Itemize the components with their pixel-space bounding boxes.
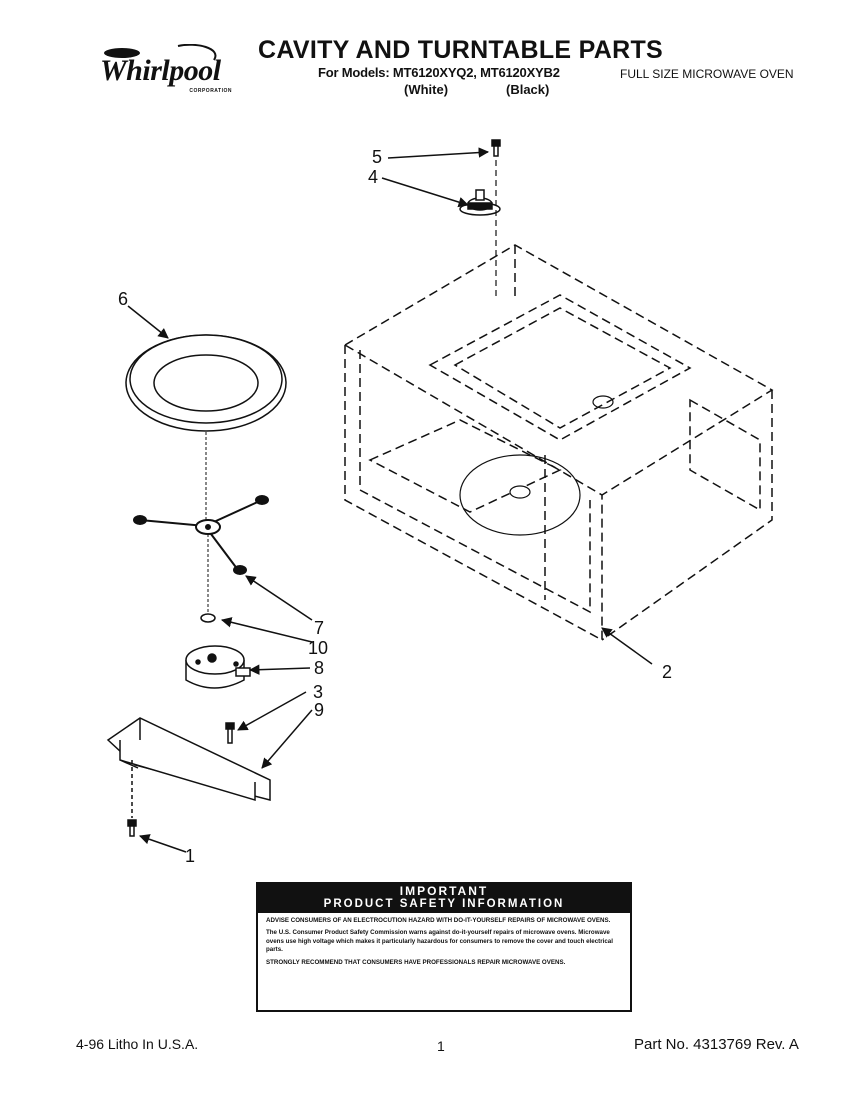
callout-3: 3 (313, 682, 323, 702)
variant-white: (White) (404, 82, 449, 97)
callout-4: 4 (368, 167, 378, 187)
part-9-bracket (106, 717, 271, 802)
callout-7: 7 (314, 618, 324, 638)
callout-2: 2 (662, 662, 672, 682)
callout-1: 1 (185, 846, 195, 866)
logo-text: Whirlpool (100, 54, 221, 87)
callout-5: 5 (372, 147, 382, 167)
safety-para-3: STRONGLY RECOMMEND THAT CONSUMERS HAVE P… (266, 958, 566, 966)
leader-lines (127, 147, 653, 853)
footer-litho: 4-96 Litho In U.S.A. (76, 1036, 199, 1052)
part-1-screw (127, 760, 137, 837)
part-8-motor (185, 645, 251, 689)
callout-9: 9 (314, 700, 324, 720)
safety-body: ADVISE CONSUMERS OF AN ELECTROCUTION HAZ… (258, 913, 630, 967)
part-7-roller-support (133, 495, 269, 575)
part-2-oven-cavity (343, 244, 774, 642)
page-title: CAVITY AND TURNTABLE PARTS (258, 36, 664, 64)
part-3-screw (225, 722, 235, 744)
safety-heading: IMPORTANT PRODUCT SAFETY INFORMATION (258, 884, 630, 913)
models-line: For Models: MT6120XYQ2, MT6120XYB2 (318, 65, 560, 80)
logo-emblem (104, 44, 217, 61)
safety-para-1: ADVISE CONSUMERS OF AN ELECTROCUTION HAZ… (266, 917, 611, 924)
variant-black: (Black) (506, 82, 550, 97)
callout-6: 6 (118, 289, 128, 309)
footer-part-number: Part No. 4313769 Rev. A (634, 1036, 799, 1053)
cavity-turntable-base (459, 395, 614, 536)
part-4-thermal-cutout (459, 189, 501, 216)
whirlpool-logo: Whirlpool CORPORATION (96, 44, 236, 98)
part-5-screw (491, 139, 501, 157)
footer-page-number: 1 (437, 1038, 445, 1054)
oven-type: FULL SIZE MICROWAVE OVEN (620, 67, 794, 81)
safety-notice: IMPORTANT PRODUCT SAFETY INFORMATION ADV… (256, 882, 632, 1012)
callout-8: 8 (314, 658, 324, 678)
part-10-coupler (200, 613, 216, 623)
safety-heading-line2: PRODUCT SAFETY INFORMATION (323, 898, 565, 910)
safety-heading-line1: IMPORTANT (399, 884, 489, 898)
logo-subtext: CORPORATION (189, 88, 232, 94)
callout-10: 10 (308, 638, 328, 658)
safety-para-2: The U.S. Consumer Product Safety Commiss… (266, 929, 613, 954)
part-6-glass-tray (125, 334, 287, 432)
